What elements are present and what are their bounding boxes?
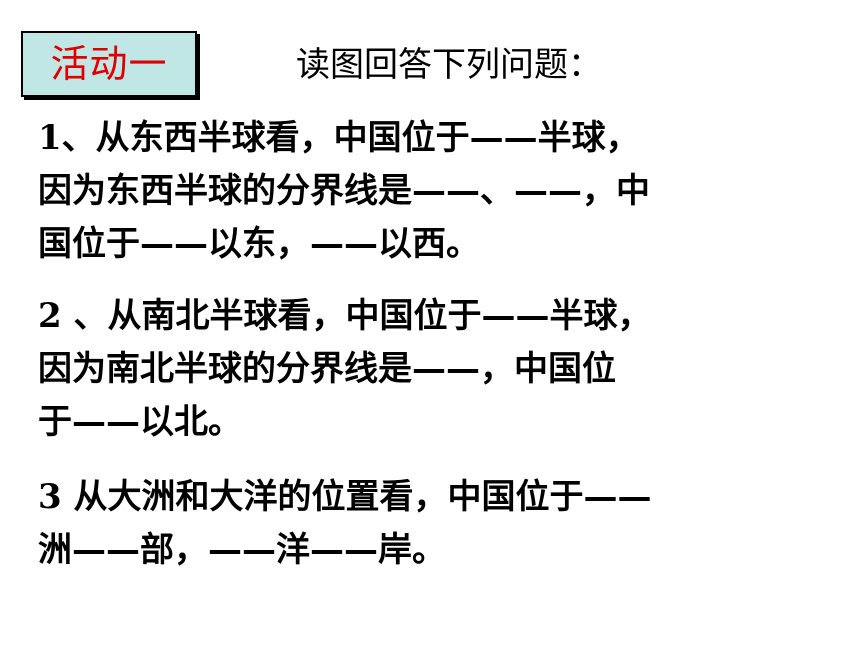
question-2-line-1: 2 、从南北半球看，中国位于——半球， <box>38 296 652 336</box>
question-1: 1、从东西半球看，中国位于——半球， 因为东西半球的分界线是——、——，中 国位… <box>38 112 823 271</box>
question-2-line-3: 于——以北。 <box>38 402 242 442</box>
question-2: 2 、从南北半球看，中国位于——半球， 因为南北半球的分界线是——，中国位 于—… <box>38 290 823 449</box>
question-3: 3 从大洲和大洋的位置看，中国位于—— 洲——部，——洋——岸。 <box>38 471 823 577</box>
page-heading: 读图回答下列问题： <box>296 45 602 85</box>
activity-label: 活动一 <box>21 31 197 97</box>
question-2-line-2: 因为南北半球的分界线是——，中国位 <box>38 349 616 389</box>
question-1-line-2: 因为东西半球的分界线是——、——，中 <box>38 171 650 211</box>
question-3-line-1: 3 从大洲和大洋的位置看，中国位于—— <box>38 477 652 517</box>
question-1-line-1: 1、从东西半球看，中国位于——半球， <box>38 118 640 158</box>
question-3-line-2: 洲——部，——洋——岸。 <box>38 530 446 570</box>
question-1-line-3: 国位于——以东，——以西。 <box>38 224 480 264</box>
